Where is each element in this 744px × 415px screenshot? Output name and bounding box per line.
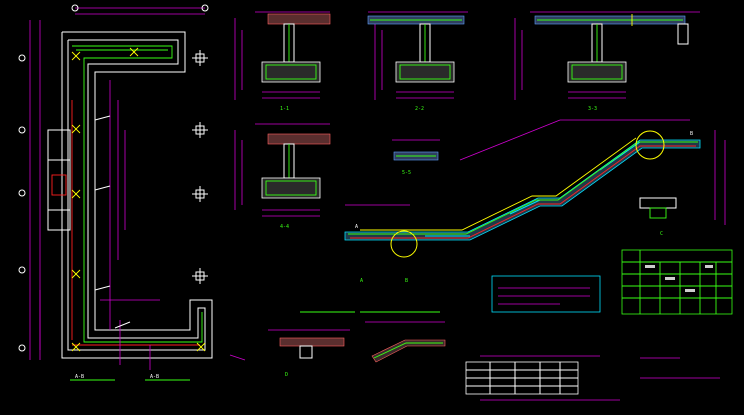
grid-marker bbox=[18, 54, 26, 62]
section-detail-1: 1-1 bbox=[234, 11, 331, 112]
bottom-detail-1: D bbox=[268, 311, 355, 378]
floor-plan: A-B A-B bbox=[18, 4, 246, 381]
section-label: 5-5 bbox=[402, 170, 411, 176]
grid-marker bbox=[18, 189, 26, 197]
title-block bbox=[465, 355, 720, 401]
section-label: 4-4 bbox=[280, 224, 289, 230]
section-label: 3-3 bbox=[588, 106, 597, 112]
stair-label: A bbox=[355, 224, 358, 230]
stair-label: B bbox=[690, 131, 693, 137]
detail-label: D bbox=[285, 372, 288, 378]
section-label: 2-2 bbox=[415, 106, 424, 112]
schedule-table bbox=[621, 249, 733, 315]
detail-label: A bbox=[360, 278, 363, 284]
grid-marker bbox=[201, 4, 209, 12]
detail-label: C bbox=[660, 231, 663, 237]
section-detail-4: 4-4 bbox=[234, 123, 331, 230]
bottom-detail-2 bbox=[360, 311, 446, 363]
section-detail-2: 2-2 bbox=[367, 11, 468, 112]
notes-box bbox=[491, 275, 601, 313]
small-section-detail: 5-5 bbox=[392, 139, 440, 176]
grid-marker bbox=[18, 344, 26, 352]
grid-marker bbox=[71, 4, 79, 12]
section-label: 1-1 bbox=[280, 106, 289, 112]
stair-elevation: A B A B C bbox=[344, 119, 726, 284]
detail-circle bbox=[390, 230, 418, 258]
detail-circle bbox=[635, 130, 665, 160]
plan-caption-2: A-B bbox=[150, 374, 159, 380]
section-detail-3: 3-3 bbox=[514, 11, 700, 112]
grid-marker bbox=[18, 126, 26, 134]
detail-label: B bbox=[405, 278, 408, 284]
plan-caption: A-B bbox=[75, 374, 84, 380]
grid-marker bbox=[18, 266, 26, 274]
